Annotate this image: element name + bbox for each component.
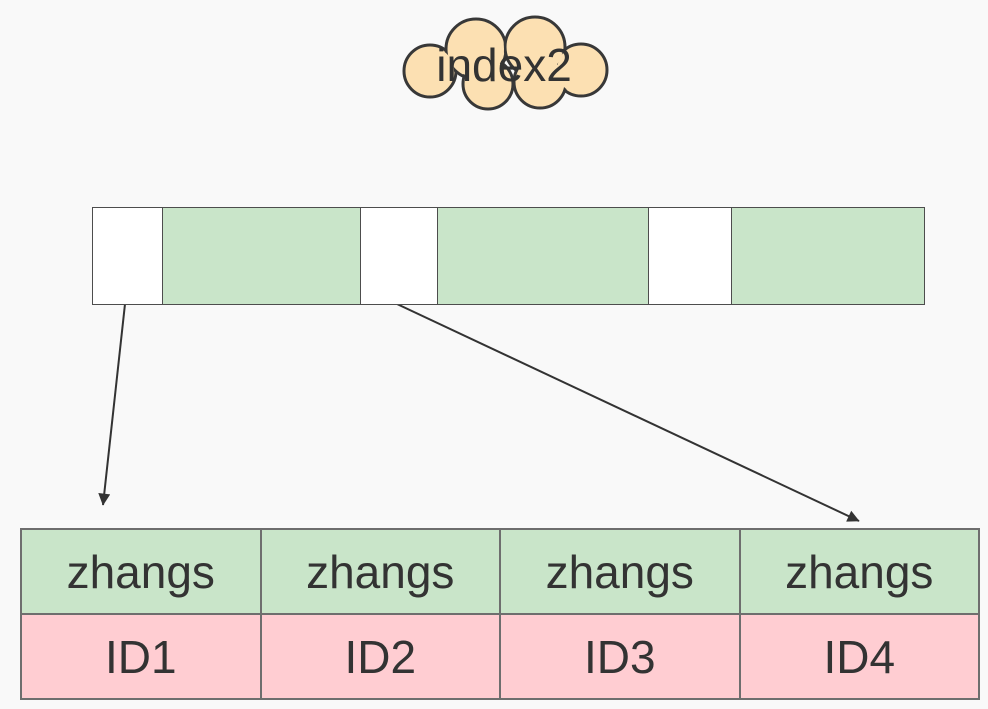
index-bar-segment-empty xyxy=(92,207,163,305)
cloud-shape: index2 xyxy=(388,12,620,115)
table-cell-id: ID3 xyxy=(499,613,741,700)
table-cell-id: ID4 xyxy=(738,613,980,700)
index-bar-segment-filled xyxy=(161,207,362,305)
index-bar-segment-empty xyxy=(360,207,438,305)
table-cell-id: ID1 xyxy=(20,613,262,700)
record-table: zhangs zhangs zhangs zhangs ID1 ID2 ID3 … xyxy=(20,528,980,700)
index-bar-segment-filled xyxy=(436,207,650,305)
index-bar-segment-empty xyxy=(648,207,732,305)
table-cell-key: zhangs xyxy=(20,528,262,615)
index-bar xyxy=(92,207,925,305)
table-cell-key: zhangs xyxy=(259,528,501,615)
index-bar-segment-filled xyxy=(730,207,925,305)
table-cell-key: zhangs xyxy=(499,528,741,615)
cloud-body xyxy=(406,19,605,107)
arrow-index-entry2-to-record xyxy=(396,303,860,522)
table-row-keys: zhangs zhangs zhangs zhangs xyxy=(20,528,980,615)
cloud-label: index2 xyxy=(436,38,572,91)
arrow-index-entry1-to-record xyxy=(98,303,126,506)
table-row-ids: ID1 ID2 ID3 ID4 xyxy=(20,613,980,700)
table-cell-key: zhangs xyxy=(738,528,980,615)
table-cell-id: ID2 xyxy=(259,613,501,700)
